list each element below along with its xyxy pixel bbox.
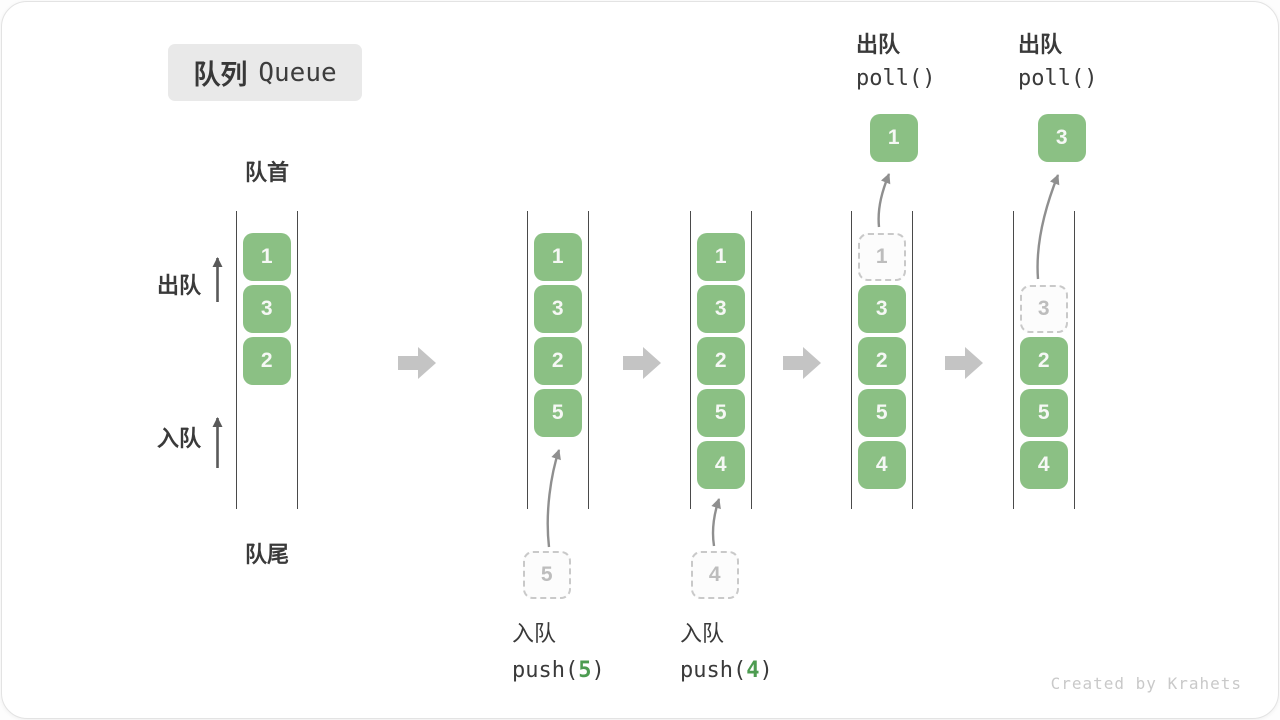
queue-item: 1	[243, 233, 291, 281]
operation-call: push(5)	[512, 652, 605, 689]
queue-item: 4	[858, 441, 906, 489]
queue-item: 4	[1020, 441, 1068, 489]
queue-item: 2	[243, 337, 291, 385]
call-prefix: push(	[680, 658, 747, 683]
queue-item: 5	[534, 389, 582, 437]
queue-item-removed: 3	[1020, 285, 1068, 333]
queue-item: 3	[858, 285, 906, 333]
operation-footer: 入队 push(4)	[680, 615, 773, 689]
queue-item: 4	[697, 441, 745, 489]
queue-item: 1	[697, 233, 745, 281]
call-prefix: push(	[512, 658, 579, 683]
call-argument: 5	[578, 658, 592, 683]
operation-label: 入队	[680, 621, 725, 646]
queue-item: 2	[534, 337, 582, 385]
queue-item: 2	[858, 337, 906, 385]
call-argument: 4	[746, 658, 760, 683]
call-suffix: )	[591, 658, 605, 683]
title-zh: 队列	[193, 60, 248, 90]
queue-item: 2	[1020, 337, 1068, 385]
call-suffix: )	[759, 658, 773, 683]
queue-item: 3	[697, 285, 745, 333]
pending-item: 4	[691, 551, 739, 599]
label-enqueue: 入队	[157, 426, 202, 451]
operation-label: 出队	[1018, 32, 1063, 57]
queue-item: 5	[1020, 389, 1068, 437]
pending-item: 5	[523, 551, 571, 599]
operation-header: 出队 poll()	[1018, 28, 1188, 96]
queue-item: 3	[243, 285, 291, 333]
queue-item: 3	[534, 285, 582, 333]
queue-item: 2	[697, 337, 745, 385]
watermark: Created by Krahets	[1050, 674, 1242, 693]
popped-item: 3	[1038, 114, 1086, 162]
operation-call: poll()	[856, 66, 936, 91]
operation-label: 出队	[856, 32, 901, 57]
label-queue-front: 队首	[244, 160, 289, 185]
queue-item: 5	[858, 389, 906, 437]
title-badge: 队列 Queue	[168, 44, 362, 101]
operation-call: poll()	[1018, 66, 1098, 91]
operation-footer: 入队 push(5)	[512, 615, 605, 689]
operation-label: 入队	[512, 621, 557, 646]
label-queue-rear: 队尾	[244, 542, 289, 567]
operation-header: 出队 poll()	[856, 28, 1026, 96]
queue-item: 5	[697, 389, 745, 437]
label-dequeue: 出队	[157, 273, 202, 298]
operation-call: push(4)	[680, 652, 773, 689]
popped-item: 1	[870, 114, 918, 162]
title-en: Queue	[258, 57, 337, 88]
queue-item-removed: 1	[858, 233, 906, 281]
queue-item: 1	[534, 233, 582, 281]
